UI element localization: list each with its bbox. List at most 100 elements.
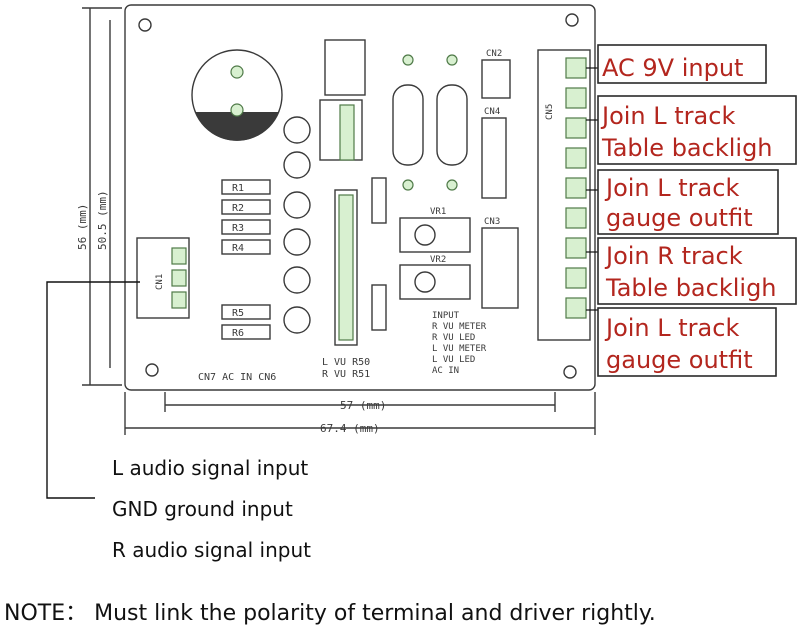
gnd-label: GND ground input	[112, 497, 293, 521]
pcb-outline	[124, 4, 596, 391]
cn4-block	[481, 117, 507, 199]
resistor	[221, 239, 271, 255]
resistor	[221, 219, 271, 235]
terminal-pad	[565, 267, 587, 289]
label-box	[597, 95, 797, 165]
capacitor-polarity-band	[195, 112, 279, 141]
pad	[230, 103, 244, 117]
pad	[230, 65, 244, 79]
trimpot-knob	[414, 224, 436, 246]
dim-height-label-2: 50.5 (mm)	[96, 190, 109, 250]
trimpot-knob	[414, 271, 436, 293]
terminal-pad	[565, 207, 587, 229]
ic-chip	[324, 39, 366, 96]
terminal-pad	[565, 87, 587, 109]
terminal-pad	[565, 147, 587, 169]
mounting-hole-bl	[145, 363, 159, 377]
input-block-line: L VU METER	[432, 344, 487, 354]
right-label-5-line-2: gauge outfit	[606, 346, 753, 374]
bottom-left-silk: CN7 AC IN CN6	[198, 372, 276, 383]
terminal-pad	[565, 237, 587, 259]
resistor-label: R3	[232, 223, 244, 234]
pad	[402, 179, 414, 191]
mounting-hole-br	[563, 365, 577, 379]
resistor	[221, 199, 271, 215]
resistor	[221, 324, 271, 340]
transistor	[283, 306, 311, 334]
transistor	[283, 116, 311, 144]
resistor-vertical	[371, 177, 387, 224]
mounting-hole-tr	[565, 13, 579, 27]
label-box	[597, 237, 797, 305]
transistor	[283, 266, 311, 294]
input-block-line: R VU METER	[432, 322, 487, 332]
right-label-3-line-1: Join L track	[604, 174, 739, 202]
right-label-2-line-1: Join L track	[600, 102, 735, 130]
vr2-label: VR2	[430, 255, 446, 265]
input-block-line: R VU LED	[432, 333, 475, 343]
dim-width-label-1: 57 (mm)	[340, 399, 386, 412]
resistor-label: R5	[232, 308, 244, 319]
cn3-label: CN3	[484, 217, 500, 227]
trimpot-vr1	[399, 217, 471, 253]
resistor	[221, 304, 271, 320]
resistor	[221, 179, 271, 195]
terminal-pad	[565, 57, 587, 79]
bottom-mid-silk-2: R VU R51	[322, 369, 370, 380]
cn2-label: CN2	[486, 49, 502, 59]
terminal-pad	[171, 291, 187, 309]
cn4-label: CN4	[484, 107, 500, 117]
right-label-2-line-2: Table backligh	[601, 134, 773, 162]
right-label-3-line-2: gauge outfit	[606, 204, 753, 232]
dim-width-label-2: 67.4 (mm)	[320, 422, 380, 435]
transistor	[283, 191, 311, 219]
input-block-line: L VU LED	[432, 355, 475, 365]
right-label-4-line-2: Table backligh	[605, 274, 777, 302]
transistor	[283, 228, 311, 256]
cn5-label: CN5	[545, 104, 555, 120]
label-box	[597, 169, 779, 235]
note-text: NOTE： Must link the polarity of terminal…	[4, 601, 656, 626]
terminal-pad	[565, 177, 587, 199]
resistor-array: R1 R2 R3 R4 R5 R6	[221, 179, 271, 340]
input-block-line: INPUT	[432, 311, 460, 321]
l-audio-label: L audio signal input	[112, 456, 308, 480]
right-label-1: AC 9V input	[602, 54, 743, 82]
pin-header-pads	[338, 194, 354, 341]
right-label-5-line-1: Join L track	[604, 314, 739, 342]
right-terminal-block: CN5	[537, 49, 591, 341]
trimpot-vr2	[399, 264, 471, 300]
input-block-line: AC IN	[432, 366, 459, 376]
pad	[402, 54, 414, 66]
r-audio-label: R audio signal input	[112, 538, 311, 562]
left-terminal-block: CN1	[136, 237, 190, 319]
resistor-label: R6	[232, 328, 244, 339]
terminal-pad	[565, 117, 587, 139]
transistor	[283, 151, 311, 179]
cn1-label: CN1	[155, 274, 165, 290]
terminal-pad	[171, 269, 187, 287]
cn3-block	[481, 227, 519, 309]
dim-height-label-1: 56 (mm)	[76, 204, 89, 250]
right-label-4-line-1: Join R track	[604, 242, 743, 270]
transistor-column	[283, 116, 311, 334]
pad-strip	[339, 104, 355, 161]
terminal-pad	[565, 297, 587, 319]
pad	[446, 179, 458, 191]
vr1-label: VR1	[430, 207, 446, 217]
label-box	[597, 307, 777, 377]
pin-header	[334, 189, 358, 346]
fuse-2	[436, 84, 468, 166]
bottom-mid-silk-1: L VU R50	[322, 357, 370, 368]
cn2-block	[481, 59, 511, 99]
mounting-hole-tl	[138, 18, 152, 32]
resistor-label: R1	[232, 183, 244, 194]
resistor-vertical	[371, 284, 387, 331]
pad	[446, 54, 458, 66]
terminal-housing	[537, 49, 591, 341]
fuse-1	[392, 84, 424, 166]
terminal-pad	[171, 247, 187, 265]
terminal-housing	[136, 237, 190, 319]
